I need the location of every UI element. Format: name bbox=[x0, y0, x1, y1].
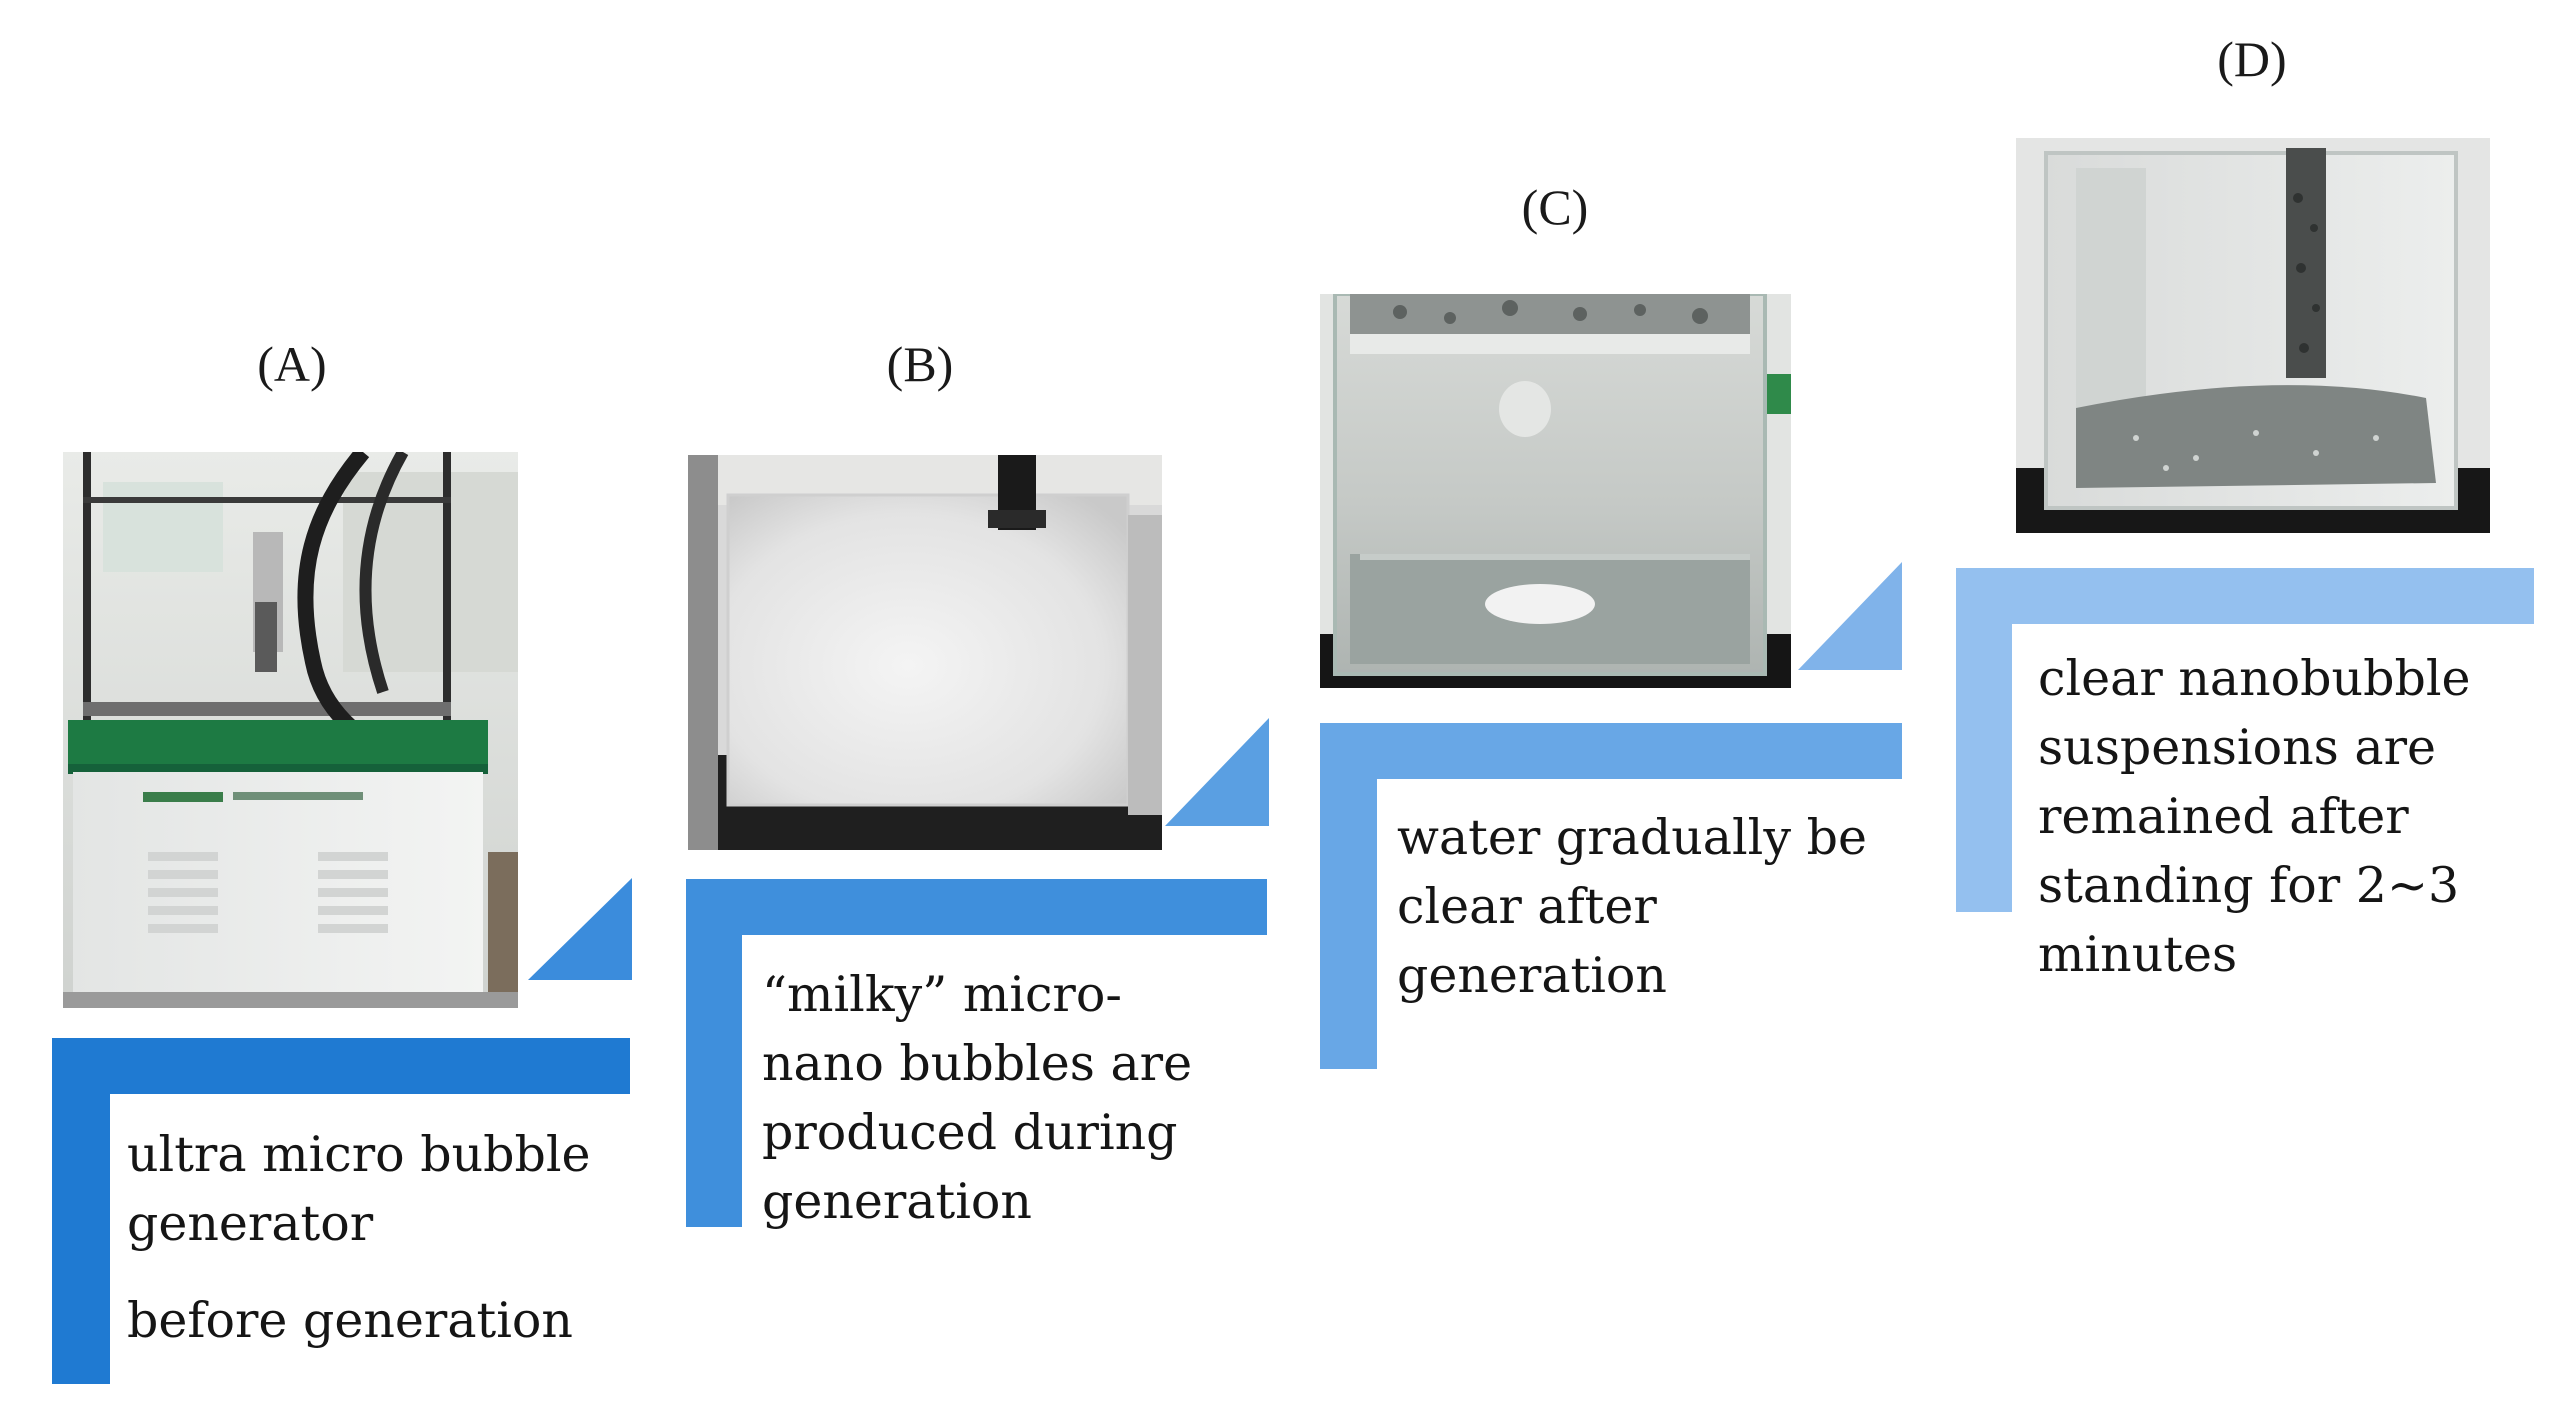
panel-label-b: (B) bbox=[886, 336, 954, 392]
caption-b-line-3: produced during bbox=[762, 1104, 1178, 1161]
caption-d-line-3: remained after bbox=[2038, 788, 2409, 845]
ultra-micro-bubble-generator-photo bbox=[63, 452, 518, 1008]
step-bracket-c-top bbox=[1320, 723, 1902, 779]
arrow-b-to-c-icon bbox=[1165, 718, 1269, 826]
arrow-a-to-b-icon bbox=[528, 878, 632, 980]
caption-b-line-4: generation bbox=[762, 1173, 1032, 1230]
milky-tank-photo bbox=[688, 455, 1162, 850]
caption-a-line-1: ultra micro bubble bbox=[127, 1126, 591, 1183]
arrow-c-to-d-icon bbox=[1798, 562, 1902, 670]
step-bracket-b-top bbox=[686, 879, 1267, 935]
caption-c-line-2: clear after bbox=[1397, 878, 1657, 935]
caption-d: clear nanobubble suspensions are remaine… bbox=[2038, 644, 2470, 989]
caption-b: “milky” micro- nano bubbles are produced… bbox=[762, 960, 1192, 1236]
step-bracket-a-side bbox=[52, 1038, 110, 1384]
caption-a: ultra micro bubble generator before gene… bbox=[127, 1120, 591, 1355]
step-bracket-d-side bbox=[1956, 568, 2012, 912]
caption-d-line-5: minutes bbox=[2038, 926, 2238, 983]
clear-tank-photo bbox=[2016, 138, 2490, 533]
caption-a-line-3: before generation bbox=[127, 1292, 573, 1349]
caption-d-line-2: suspensions are bbox=[2038, 719, 2437, 776]
caption-d-line-1: clear nanobubble bbox=[2038, 650, 2471, 707]
panel-label-c: (C) bbox=[1521, 179, 1589, 235]
step-bracket-a-top bbox=[52, 1038, 630, 1094]
clearing-tank-photo bbox=[1320, 294, 1791, 688]
step-bracket-d-top bbox=[1956, 568, 2534, 624]
caption-d-line-4: standing for 2~3 bbox=[2038, 857, 2460, 914]
caption-c-line-1: water gradually be bbox=[1397, 809, 1867, 866]
caption-c: water gradually be clear after generatio… bbox=[1397, 803, 1867, 1010]
caption-b-line-2: nano bubbles are bbox=[762, 1035, 1193, 1092]
caption-a-line-2: generator bbox=[127, 1195, 374, 1252]
step-bracket-b-side bbox=[686, 879, 742, 1227]
step-bracket-c-side bbox=[1320, 723, 1377, 1069]
panel-label-a: (A) bbox=[257, 336, 327, 392]
caption-b-line-1: “milky” micro- bbox=[762, 966, 1122, 1023]
caption-c-line-3: generation bbox=[1397, 947, 1667, 1004]
panel-label-d: (D) bbox=[2217, 31, 2287, 87]
